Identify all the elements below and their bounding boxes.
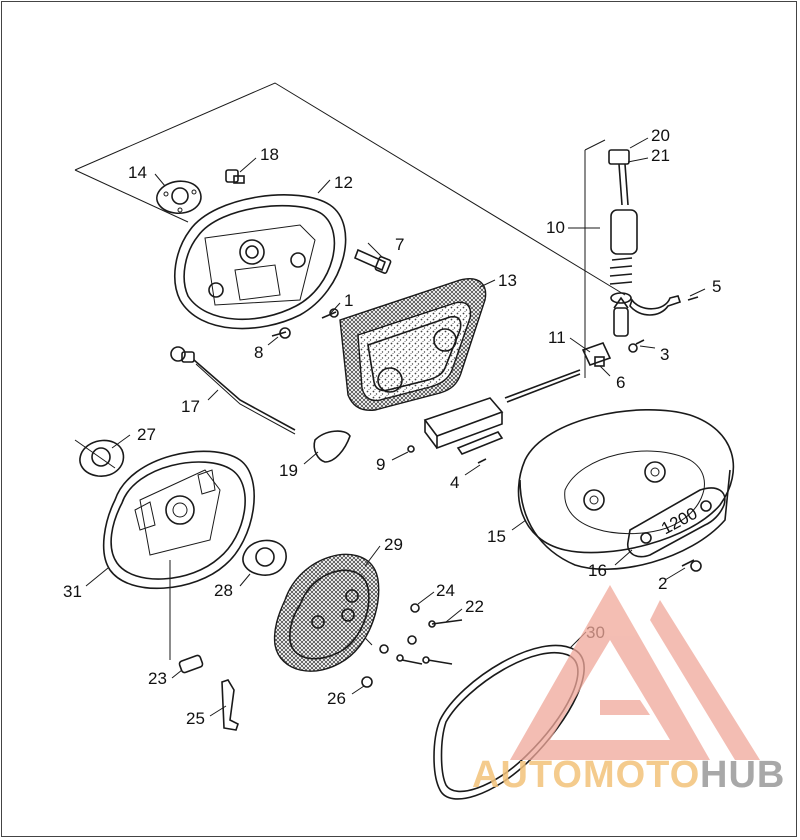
- callout-9: 9: [376, 455, 385, 474]
- gasket-14: [156, 180, 202, 215]
- breather-rod: [504, 369, 581, 403]
- callout-24: 24: [436, 581, 455, 600]
- brand-watermark-text: AUTOMOTO HUB: [472, 754, 785, 796]
- callout-2: 2: [658, 574, 667, 593]
- choke-cable: [170, 346, 296, 435]
- callout-8: 8: [254, 343, 263, 362]
- callout-12: 12: [334, 173, 353, 192]
- mount-bracket: [407, 397, 504, 464]
- backplate-upper: [174, 194, 347, 330]
- callout-7: 7: [395, 235, 404, 254]
- brand-text-hub: HUB: [700, 754, 785, 796]
- callout-14: 14: [128, 163, 147, 182]
- filter-element: [339, 278, 487, 412]
- backplate-lower: [102, 450, 255, 590]
- callout-6: 6: [616, 373, 625, 392]
- callout-10: 10: [546, 218, 565, 237]
- screw-8: [271, 327, 291, 339]
- callout-23: 23: [148, 669, 167, 688]
- bracket-11: [581, 342, 612, 367]
- outer-cover: [517, 409, 735, 570]
- callout-27: 27: [137, 425, 156, 444]
- callout-31: 31: [63, 582, 82, 601]
- callout-26: 26: [327, 689, 346, 708]
- screw-3: [628, 339, 645, 353]
- callout-15: 15: [487, 527, 506, 546]
- filter-oval: [273, 553, 380, 672]
- gasket-28: [242, 539, 287, 576]
- brand-text-automoto: AUTOMOTO: [472, 754, 700, 796]
- cover-19: [313, 430, 351, 463]
- callout-25: 25: [186, 709, 205, 728]
- gasket-27: [79, 439, 125, 477]
- callout-17: 17: [181, 397, 200, 416]
- callout-16: 16: [588, 561, 607, 580]
- callout-29: 29: [384, 535, 403, 554]
- callout-22: 22: [465, 597, 484, 616]
- callout-28: 28: [214, 581, 233, 600]
- fitting-18: [225, 169, 245, 184]
- hardware-22-24-26: [361, 603, 463, 688]
- sensor-assembly: [608, 149, 638, 337]
- callout-4: 4: [450, 473, 459, 492]
- breather-23-25: [178, 654, 239, 731]
- callout-11: 11: [548, 328, 566, 347]
- callout-13: 13: [498, 271, 517, 290]
- screw-2: [681, 559, 702, 572]
- callout-3: 3: [660, 345, 669, 364]
- brand-watermark-logo: [510, 585, 760, 760]
- bolt-7: [353, 248, 392, 274]
- callout-1: 1: [344, 291, 353, 310]
- callout-20: 20: [651, 126, 670, 145]
- callout-19: 19: [279, 461, 298, 480]
- callout-5: 5: [712, 277, 721, 296]
- callout-18: 18: [260, 145, 279, 164]
- clip-5: [629, 295, 699, 316]
- callout-21: 21: [651, 146, 670, 165]
- leader-lines: [85, 137, 706, 717]
